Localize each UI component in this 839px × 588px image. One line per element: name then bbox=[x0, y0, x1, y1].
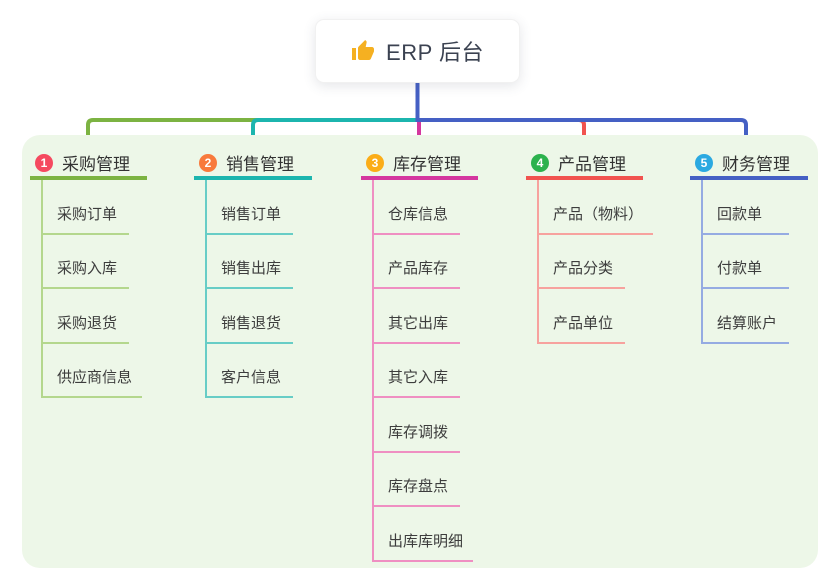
branch-title-label: 销售管理 bbox=[226, 155, 294, 174]
thumbs-up-icon bbox=[352, 40, 375, 60]
branch-item[interactable]: 客户信息 bbox=[207, 344, 293, 398]
branch-number-badge: 1 bbox=[35, 153, 53, 172]
branch-title[interactable]: 3 库存管理 bbox=[361, 135, 478, 180]
branch-title[interactable]: 2 销售管理 bbox=[194, 135, 312, 180]
branch-title-label: 财务管理 bbox=[722, 155, 790, 174]
branch-item[interactable]: 仓库信息 bbox=[374, 180, 460, 235]
branch-item[interactable]: 销售退货 bbox=[207, 289, 293, 344]
branch-item[interactable]: 产品单位 bbox=[539, 289, 625, 344]
branch-4: 4 产品管理产品（物料）产品分类产品单位 bbox=[526, 135, 654, 344]
branch-item[interactable]: 产品分类 bbox=[539, 235, 625, 289]
branch-item[interactable]: 库存盘点 bbox=[374, 453, 460, 507]
root-node[interactable]: ERP 后台 bbox=[315, 19, 520, 83]
branch-number-badge: 5 bbox=[695, 153, 713, 172]
branch-items: 回款单付款单结算账户 bbox=[701, 180, 808, 344]
branch-2: 2 销售管理销售订单销售出库销售退货客户信息 bbox=[194, 135, 312, 398]
branch-items: 仓库信息产品库存其它出库其它入库库存调拨库存盘点出库库明细 bbox=[372, 180, 478, 562]
branch-item[interactable]: 产品（物料） bbox=[539, 180, 654, 235]
branch-items: 产品（物料）产品分类产品单位 bbox=[537, 180, 654, 344]
branch-item[interactable]: 结算账户 bbox=[703, 289, 789, 344]
branch-item[interactable]: 付款单 bbox=[703, 235, 789, 289]
branch-title[interactable]: 4 产品管理 bbox=[526, 135, 643, 180]
branch-item[interactable]: 采购入库 bbox=[43, 235, 129, 289]
branch-items: 采购订单采购入库采购退货供应商信息 bbox=[41, 180, 147, 398]
branch-title-label: 采购管理 bbox=[62, 155, 130, 174]
branch-title-label: 产品管理 bbox=[558, 155, 626, 174]
branch-item[interactable]: 出库库明细 bbox=[374, 507, 474, 562]
branch-title[interactable]: 1 采购管理 bbox=[30, 135, 147, 180]
branch-item[interactable]: 回款单 bbox=[703, 180, 789, 235]
branch-5: 5 财务管理回款单付款单结算账户 bbox=[690, 135, 808, 344]
branch-title[interactable]: 5 财务管理 bbox=[690, 135, 808, 180]
branch-item[interactable]: 其它出库 bbox=[374, 289, 460, 344]
branch-item[interactable]: 采购订单 bbox=[43, 180, 129, 235]
branch-item[interactable]: 库存调拨 bbox=[374, 398, 460, 453]
branch-1: 1 采购管理采购订单采购入库采购退货供应商信息 bbox=[30, 135, 147, 398]
branch-item[interactable]: 销售订单 bbox=[207, 180, 293, 235]
branch-title-label: 库存管理 bbox=[393, 155, 461, 174]
branch-item[interactable]: 销售出库 bbox=[207, 235, 293, 289]
branch-item[interactable]: 其它入库 bbox=[374, 344, 460, 398]
branch-number-badge: 4 bbox=[531, 153, 549, 172]
root-title: ERP 后台 bbox=[386, 40, 484, 65]
branch-number-badge: 2 bbox=[199, 153, 217, 172]
branch-item[interactable]: 采购退货 bbox=[43, 289, 129, 344]
branch-3: 3 库存管理仓库信息产品库存其它出库其它入库库存调拨库存盘点出库库明细 bbox=[361, 135, 478, 562]
branch-number-badge: 3 bbox=[366, 153, 384, 172]
branch-item[interactable]: 产品库存 bbox=[374, 235, 460, 289]
branch-item[interactable]: 供应商信息 bbox=[43, 344, 143, 398]
branches-panel bbox=[22, 135, 818, 568]
branch-items: 销售订单销售出库销售退货客户信息 bbox=[205, 180, 312, 398]
